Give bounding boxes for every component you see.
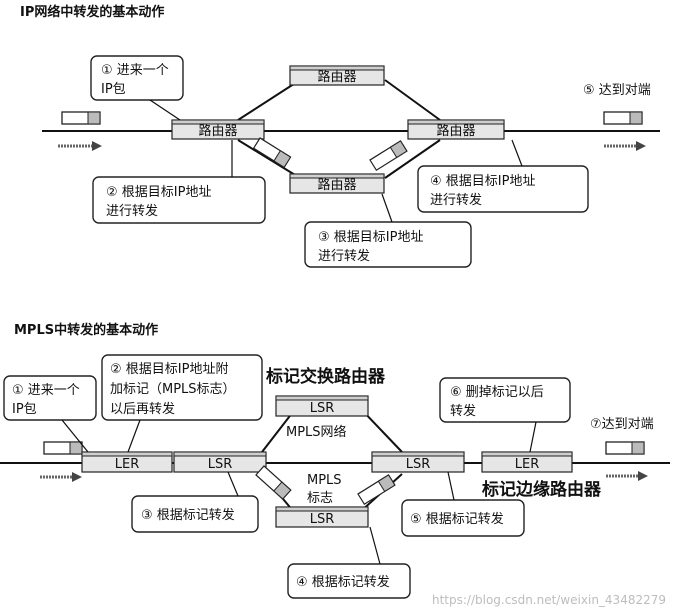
ip-callout-3: ③ 根据目标IP地址 进行转发 bbox=[304, 193, 472, 268]
router-label: 路由器 bbox=[317, 177, 356, 193]
ip-diamond-links bbox=[237, 79, 441, 179]
mpls-router-lsr-left: LSR bbox=[173, 451, 267, 473]
router-label: 路由器 bbox=[198, 123, 237, 139]
callout-line: 进行转发 bbox=[318, 248, 370, 264]
ip-incoming-arrow bbox=[58, 141, 102, 151]
mpls-callout-2: ② 根据目标IP地址附 加标记（MPLS标志） 以后再转发 bbox=[101, 354, 263, 453]
ip-arrive-label: ⑤ 达到对端 bbox=[583, 83, 651, 98]
mpls-router-lsr-right: LSR bbox=[371, 451, 465, 473]
router-label: 路由器 bbox=[436, 123, 475, 139]
router-label: LSR bbox=[406, 457, 431, 472]
mpls-callout-6: ⑥ 删掉标记以后 转发 bbox=[439, 377, 571, 453]
router-label: LSR bbox=[310, 401, 335, 416]
callout-line: IP包 bbox=[12, 402, 37, 417]
ip-callout-1: ① 进来一个 IP包 bbox=[90, 55, 184, 121]
callout-line: 以后再转发 bbox=[110, 401, 175, 417]
mpls-incoming-arrow bbox=[40, 472, 82, 482]
mpls-labeled-packet-2 bbox=[357, 474, 396, 506]
mpls-router-lsr-top: LSR bbox=[275, 395, 369, 417]
ip-section-title: IP网络中转发的基本动作 bbox=[20, 4, 164, 20]
mpls-labeled-packet-1 bbox=[255, 465, 292, 500]
ip-outgoing-arrow bbox=[604, 141, 646, 151]
mpls-outgoing-packet bbox=[605, 441, 645, 455]
callout-line: ① 进来一个 bbox=[101, 63, 169, 78]
callout-line: ③ 根据目标IP地址 bbox=[318, 230, 423, 245]
mpls-callout-1: ① 进来一个 IP包 bbox=[3, 375, 97, 453]
lsr-annotation: 标记交换路由器 bbox=[266, 366, 386, 387]
router-label: LSR bbox=[208, 457, 233, 472]
ip-router-left: 路由器 bbox=[171, 119, 265, 140]
ip-packet-in-transit-1 bbox=[252, 137, 292, 169]
mpls-router-ler-egress: LER bbox=[481, 451, 573, 473]
mpls-callout-4: ④ 根据标记转发 bbox=[287, 526, 411, 599]
callout-line: 进行转发 bbox=[106, 203, 158, 219]
router-label: LER bbox=[515, 457, 540, 472]
mpls-callout-3: ③ 根据标记转发 bbox=[131, 471, 259, 533]
ip-callout-4: ④ 根据目标IP地址 进行转发 bbox=[417, 139, 589, 213]
callout-line: 转发 bbox=[450, 403, 476, 419]
callout-line: 加标记（MPLS标志） bbox=[110, 382, 236, 397]
ip-packet-in-transit-2 bbox=[369, 140, 408, 172]
router-label: LSR bbox=[310, 512, 335, 527]
ip-callout-2: ② 根据目标IP地址 进行转发 bbox=[92, 140, 266, 224]
ip-incoming-packet bbox=[61, 111, 101, 125]
ip-outgoing-packet bbox=[603, 111, 643, 125]
mpls-section-title: MPLS中转发的基本动作 bbox=[14, 322, 158, 338]
mpls-callout-5: ⑤ 根据标记转发 bbox=[401, 471, 525, 537]
callout-line: ③ 根据标记转发 bbox=[141, 507, 235, 523]
callout-line: IP包 bbox=[101, 82, 126, 97]
mpls-outgoing-arrow bbox=[606, 471, 648, 481]
callout-line: ② 根据目标IP地址附 bbox=[110, 362, 228, 377]
ip-router-top: 路由器 bbox=[289, 65, 385, 86]
mpls-router-lsr-bottom: LSR bbox=[275, 506, 369, 528]
mpls-network-label: MPLS网络 bbox=[286, 424, 347, 440]
callout-line: ⑥ 删掉标记以后 bbox=[450, 385, 544, 400]
callout-line: ④ 根据目标IP地址 bbox=[430, 174, 535, 189]
mpls-tag-label-line1: MPLS bbox=[307, 473, 342, 488]
ip-router-right: 路由器 bbox=[407, 119, 505, 140]
callout-line: ② 根据目标IP地址 bbox=[106, 185, 211, 200]
callout-line: 进行转发 bbox=[430, 192, 482, 208]
mpls-diamond-links bbox=[261, 407, 403, 513]
mpls-tag-label-line2: 标志 bbox=[307, 491, 333, 506]
callout-line: ⑤ 根据标记转发 bbox=[410, 511, 504, 527]
mpls-incoming-packet bbox=[43, 441, 83, 455]
callout-line: ④ 根据标记转发 bbox=[296, 574, 390, 590]
router-label: LER bbox=[115, 457, 140, 472]
watermark-url: https://blog.csdn.net/weixin_43482279 bbox=[432, 593, 666, 607]
router-label: 路由器 bbox=[317, 69, 356, 85]
ip-router-bottom: 路由器 bbox=[289, 173, 385, 194]
ler-annotation: 标记边缘路由器 bbox=[482, 479, 602, 500]
mpls-router-ler-ingress: LER bbox=[81, 451, 173, 473]
mpls-arrive-label: ⑦达到对端 bbox=[590, 417, 654, 432]
callout-line: ① 进来一个 bbox=[12, 383, 80, 398]
